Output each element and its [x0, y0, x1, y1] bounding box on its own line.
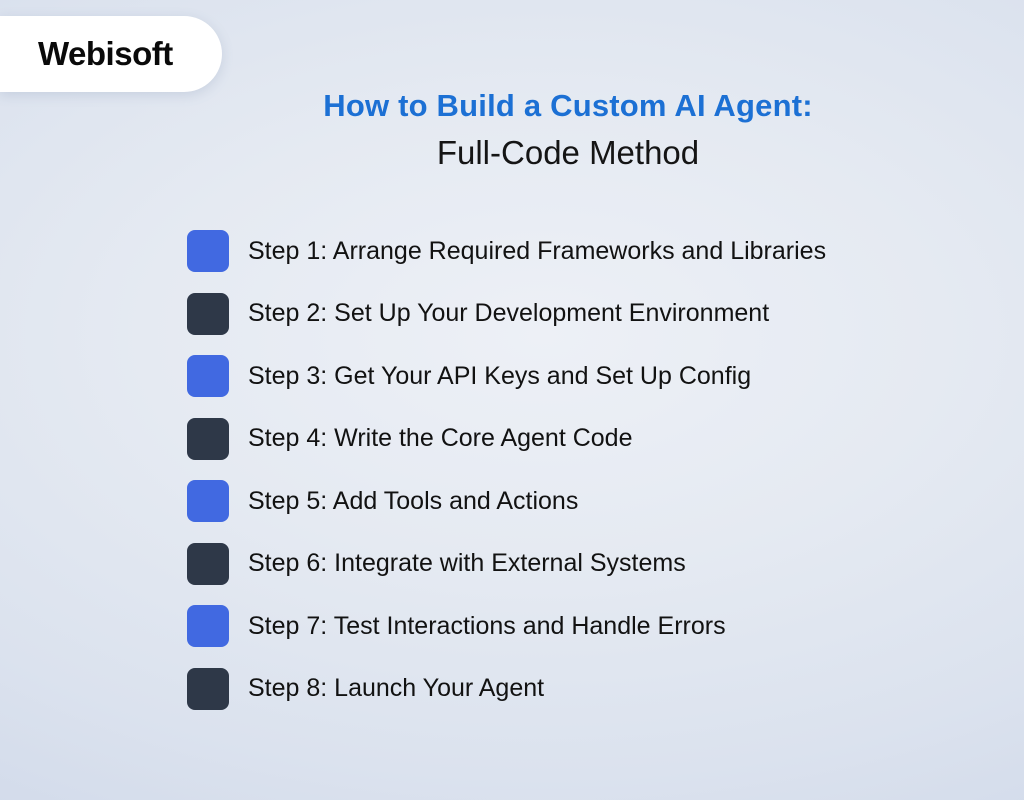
step-5-square-icon [187, 480, 229, 522]
page-title: How to Build a Custom AI Agent: Full-Cod… [112, 88, 1024, 172]
steps-list: Step 1: Arrange Required Frameworks and … [187, 230, 826, 730]
step-row-8: Step 8: Launch Your Agent [187, 667, 826, 710]
step-row-3: Step 3: Get Your API Keys and Set Up Con… [187, 355, 826, 397]
step-row-7: Step 7: Test Interactions and Handle Err… [187, 605, 826, 647]
step-row-1: Step 1: Arrange Required Frameworks and … [187, 230, 826, 272]
step-8-label: Step 8: Launch Your Agent [248, 674, 545, 702]
step-6-square-icon [187, 542, 229, 585]
step-3-label: Step 3: Get Your API Keys and Set Up Con… [248, 361, 752, 390]
webisoft-wordmark: Webisoft [38, 35, 173, 72]
step-3-square-icon [187, 355, 229, 397]
step-6-label: Step 6: Integrate with External Systems [248, 549, 686, 577]
step-1-label: Step 1: Arrange Required Frameworks and … [248, 236, 827, 265]
step-7-square-icon [187, 605, 229, 647]
step-row-4: Step 4: Write the Core Agent Code [187, 417, 826, 460]
step-2-square-icon [187, 292, 229, 335]
step-5-label: Step 5: Add Tools and Actions [248, 486, 579, 515]
step-2-label: Step 2: Set Up Your Development Environm… [248, 299, 770, 327]
title-line-1: How to Build a Custom AI Agent: [323, 88, 813, 123]
step-row-5: Step 5: Add Tools and Actions [187, 480, 826, 522]
step-row-6: Step 6: Integrate with External Systems [187, 542, 826, 585]
step-4-label: Step 4: Write the Core Agent Code [248, 424, 633, 452]
title-line-2: Full-Code Method [436, 134, 700, 171]
step-1-square-icon [187, 230, 229, 272]
step-4-square-icon [187, 417, 229, 460]
step-row-2: Step 2: Set Up Your Development Environm… [187, 292, 826, 335]
step-8-square-icon [187, 667, 229, 710]
step-7-label: Step 7: Test Interactions and Handle Err… [248, 611, 726, 640]
webisoft-logo: Webisoft [0, 16, 222, 92]
